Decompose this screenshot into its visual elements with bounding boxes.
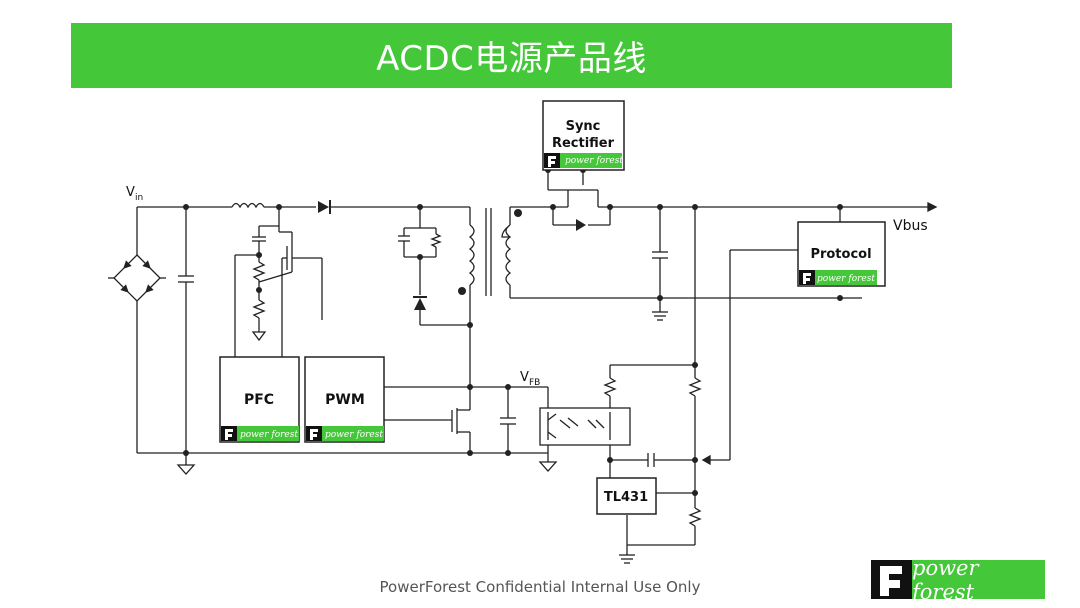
pwm-logo-text: power forest — [325, 430, 383, 440]
brand-logo: power forest — [870, 556, 1046, 604]
brand-name: power forest — [912, 555, 979, 604]
vin-subscript: in — [135, 193, 143, 203]
pfc-logo-text: power forest — [240, 430, 298, 440]
pfc-label: PFC — [244, 392, 274, 408]
vfb-subscript: FB — [529, 378, 540, 388]
tl431-block — [596, 477, 657, 515]
page-title: ACDC电源产品线 — [376, 39, 647, 79]
optocoupler — [539, 407, 631, 446]
brand-mark-icon — [871, 560, 912, 599]
protocol-label: Protocol — [810, 247, 871, 262]
title-bar: ACDC电源产品线 — [71, 23, 952, 88]
vin-label: V — [126, 185, 135, 200]
vbus-label: Vbus — [893, 218, 928, 234]
protocol-logo-text: power forest — [817, 274, 875, 284]
brand-wordmark: power forest — [912, 556, 1045, 604]
tl431-label: TL431 — [604, 490, 648, 505]
pwm-label: PWM — [325, 392, 365, 408]
sync-label-2: Rectifier — [552, 136, 615, 151]
sync-logo-text: power forest — [565, 156, 623, 166]
footer-text: PowerForest Confidential Internal Use On… — [379, 578, 701, 596]
vfb-label: V — [520, 370, 529, 385]
sync-label-1: Sync — [566, 119, 601, 134]
